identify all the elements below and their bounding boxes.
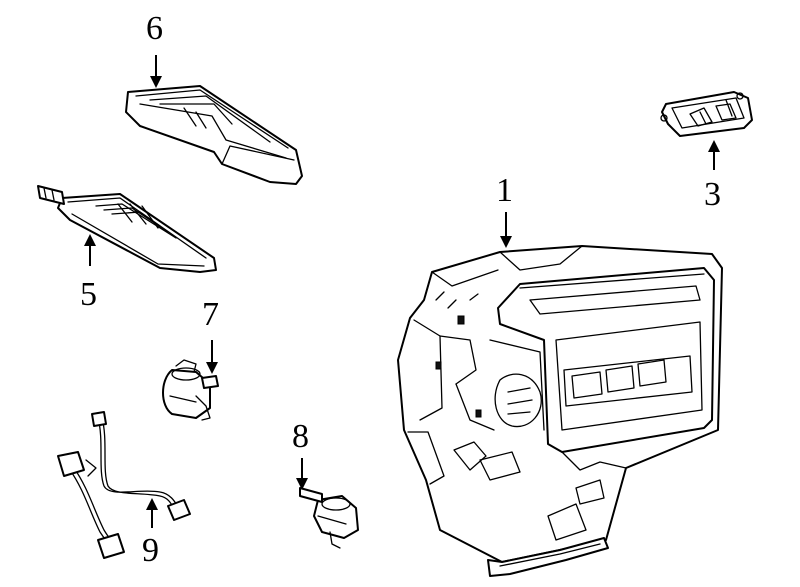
part-6-filter-tray xyxy=(125,85,303,185)
part-8-actuator xyxy=(299,487,359,549)
part-1-hvac-case xyxy=(397,245,723,577)
callout-9: 9 xyxy=(142,532,159,569)
arrowhead-1 xyxy=(500,236,512,248)
callout-3: 3 xyxy=(704,176,721,213)
part-7-actuator xyxy=(162,359,219,421)
arrowhead-3 xyxy=(708,140,720,152)
callout-5: 5 xyxy=(80,276,97,313)
arrowhead-5 xyxy=(84,234,96,246)
arrowhead-9 xyxy=(146,498,158,510)
callout-7: 7 xyxy=(202,296,219,333)
callout-1: 1 xyxy=(496,172,513,209)
arrowhead-6 xyxy=(150,76,162,88)
arrowhead-8 xyxy=(296,478,308,490)
arrowhead-7 xyxy=(206,362,218,374)
part-5-filter-element xyxy=(37,185,217,273)
leader-arrows xyxy=(84,55,720,528)
callout-8: 8 xyxy=(292,418,309,455)
part-3-resistor xyxy=(660,91,753,137)
part-9-wiring-harness xyxy=(57,411,191,559)
callout-6: 6 xyxy=(146,10,163,47)
